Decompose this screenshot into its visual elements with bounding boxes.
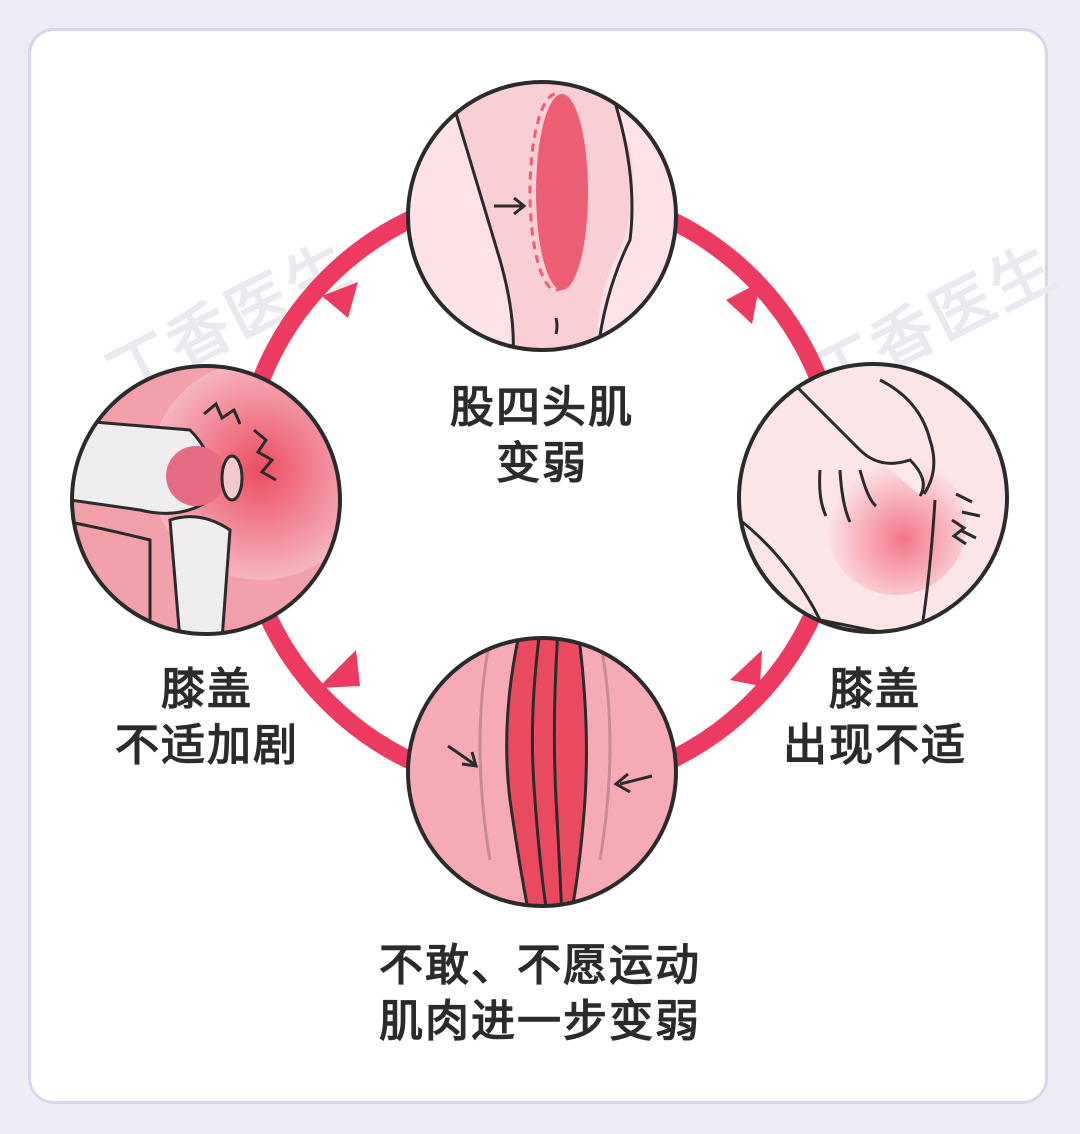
label-line: 变弱 xyxy=(496,438,588,489)
step-label-quadriceps-weak: 股四头肌 变弱 xyxy=(392,380,692,492)
label-line: 不适加剧 xyxy=(115,720,299,771)
label-line: 不敢、不愿运动 xyxy=(379,940,701,991)
thigh-muscle-icon xyxy=(406,80,678,352)
label-line: 股四头肌 xyxy=(450,382,634,433)
arrow-top-right-icon xyxy=(726,282,760,324)
arrow-bottom-left-icon xyxy=(318,650,360,688)
label-line: 膝盖 xyxy=(161,664,253,715)
hands-on-knee-icon xyxy=(737,362,1009,634)
step-label-avoid-exercise: 不敢、不愿运动 肌肉进一步变弱 xyxy=(300,938,780,1050)
label-line: 肌肉进一步变弱 xyxy=(379,996,701,1047)
knee-joint-pain-icon xyxy=(70,364,342,636)
step-label-knee-discomfort: 膝盖 出现不适 xyxy=(740,662,1010,774)
step-label-knee-worse: 膝盖 不适加剧 xyxy=(72,662,342,774)
muscle-fibers-icon xyxy=(406,636,678,908)
arrow-bottom-right-icon xyxy=(730,650,762,686)
arrow-top-left-icon xyxy=(322,282,358,318)
label-line: 膝盖 xyxy=(829,664,921,715)
label-line: 出现不适 xyxy=(783,720,967,771)
